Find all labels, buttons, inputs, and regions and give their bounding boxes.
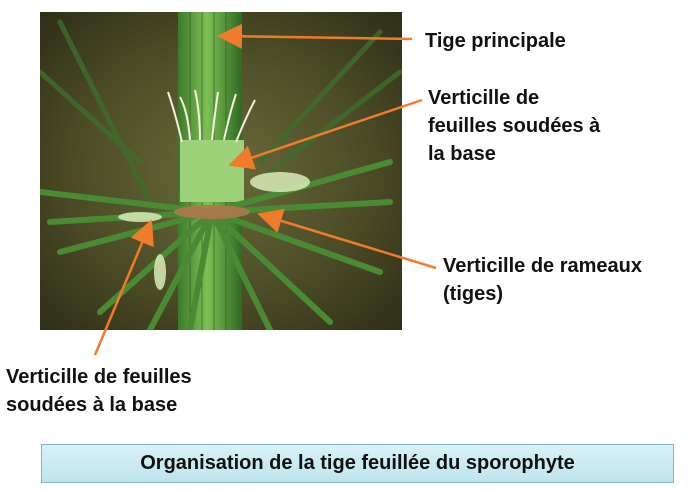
caption-text: Organisation de la tige feuillée du spor…: [140, 452, 575, 474]
caption-box: Organisation de la tige feuillée du spor…: [41, 444, 674, 483]
label-verticille-feuilles-top: Verticille de feuilles soudées à la base: [428, 87, 601, 165]
label-tige-principale: Tige principale: [425, 30, 566, 52]
label-verticille-rameaux: Verticille de rameaux (tiges): [443, 255, 643, 305]
horsetail-photo: [40, 12, 402, 330]
label-verticille-feuilles-bottom: Verticille de feuilles soudées à la base: [6, 366, 192, 416]
